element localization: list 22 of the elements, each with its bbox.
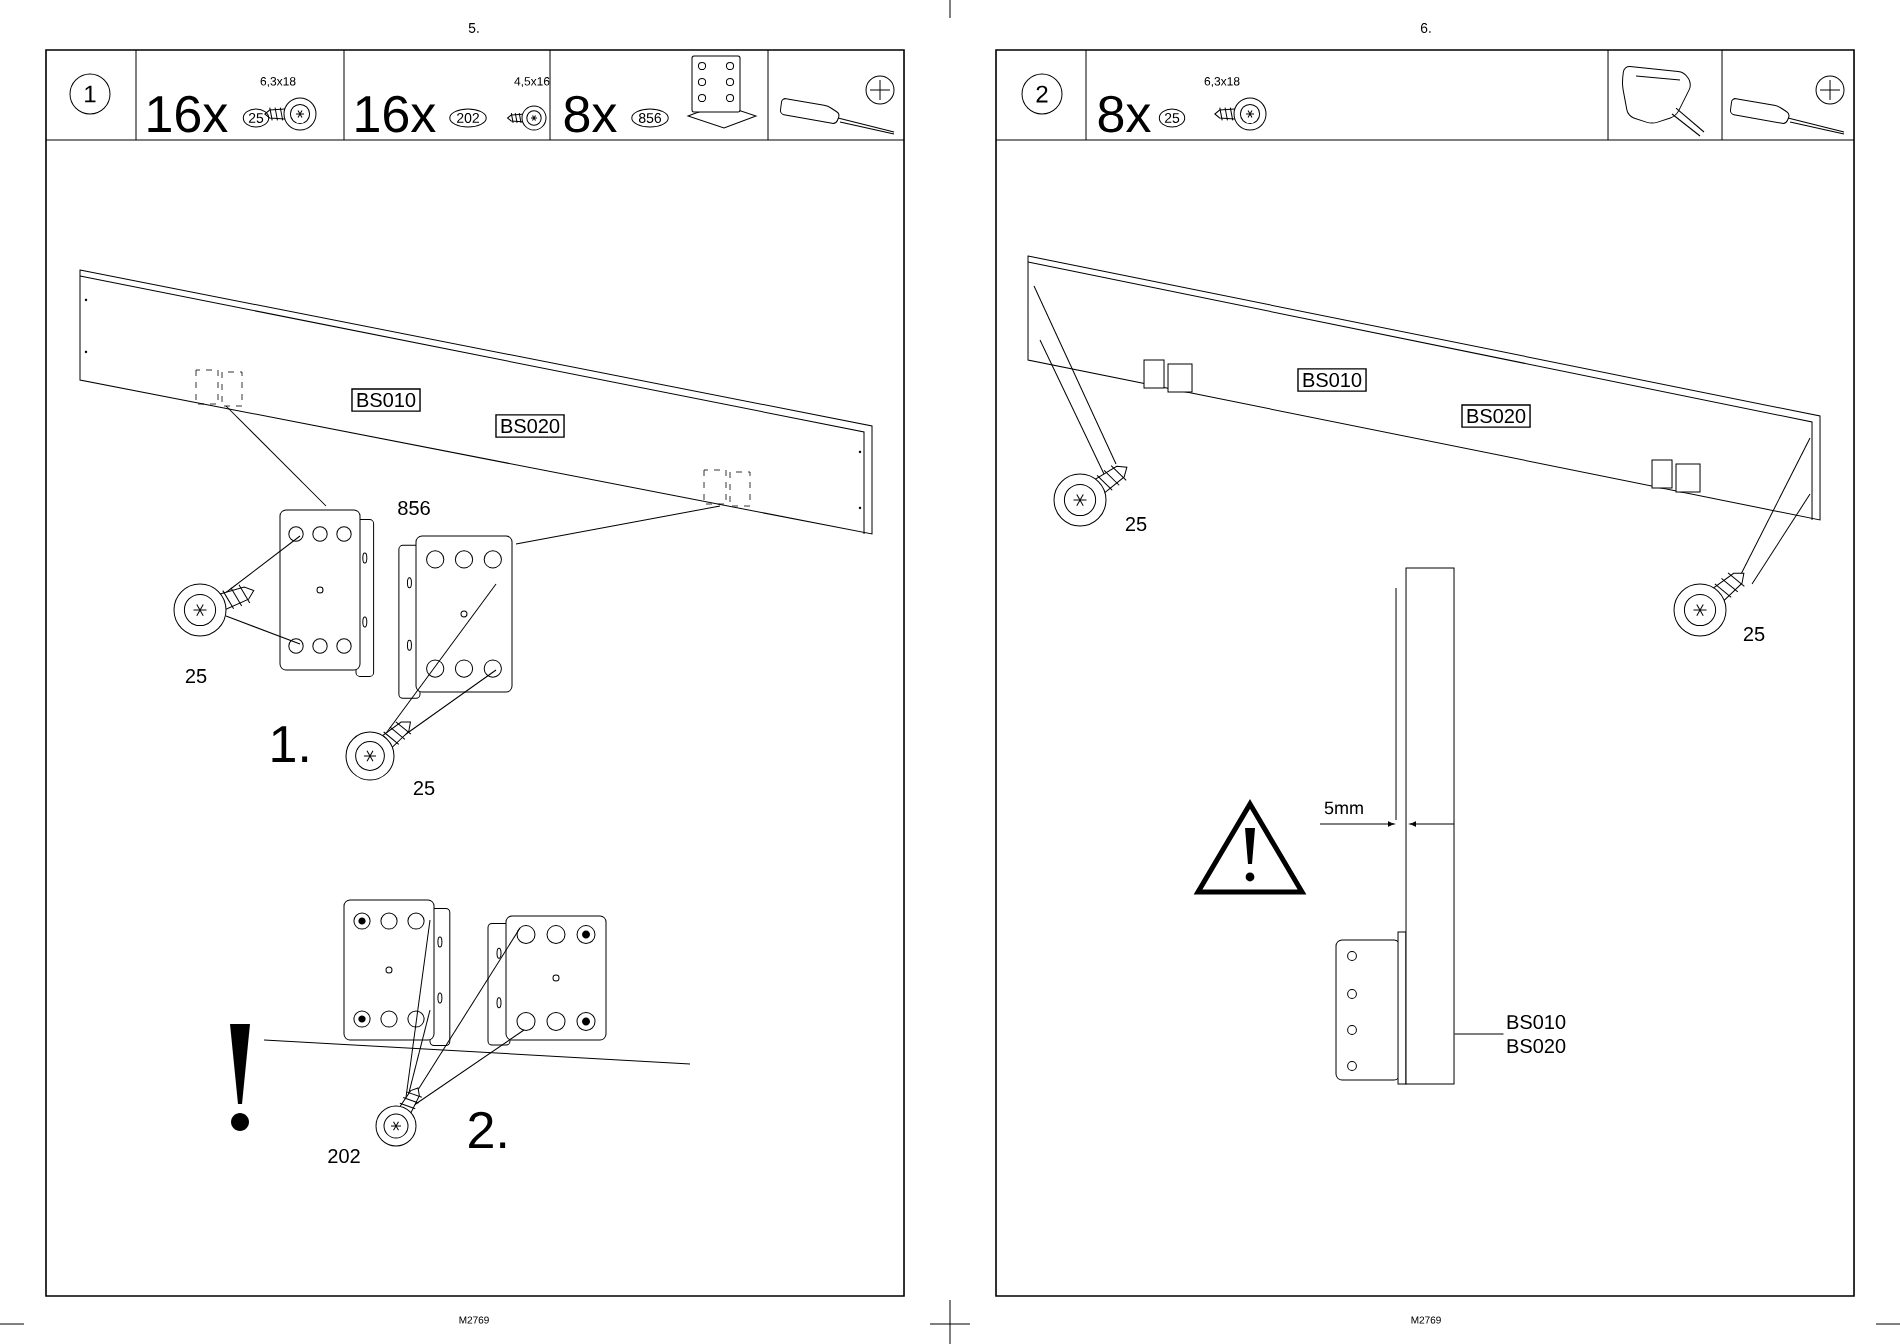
quantity: 16x	[356, 95, 436, 133]
part-number: 25	[1743, 626, 1765, 642]
quantity: 8x	[1098, 95, 1151, 133]
part-number: 856	[398, 500, 430, 516]
leader-line	[1454, 1033, 1504, 1035]
part-number: 25	[413, 780, 435, 796]
step-number: 1	[69, 73, 111, 115]
panel-edge-drawing	[1405, 567, 1455, 1085]
part-label: BS010	[351, 388, 421, 412]
step-number: 1.	[272, 726, 308, 762]
quantity: 16x	[148, 95, 228, 133]
quantity: 8x	[564, 95, 617, 133]
step-number: 2	[1021, 73, 1063, 115]
step-number: 2.	[469, 1111, 506, 1148]
part-number: 202	[328, 1148, 360, 1164]
part-label: BS020	[495, 414, 565, 438]
part-number: 25	[1125, 516, 1147, 532]
dimension: 5mm	[1324, 801, 1363, 815]
part-label: BS010	[1297, 368, 1367, 392]
part-label: BS020	[1461, 404, 1531, 428]
part-label: BS010 BS020	[1507, 1014, 1566, 1054]
part-number: 25	[185, 668, 207, 684]
